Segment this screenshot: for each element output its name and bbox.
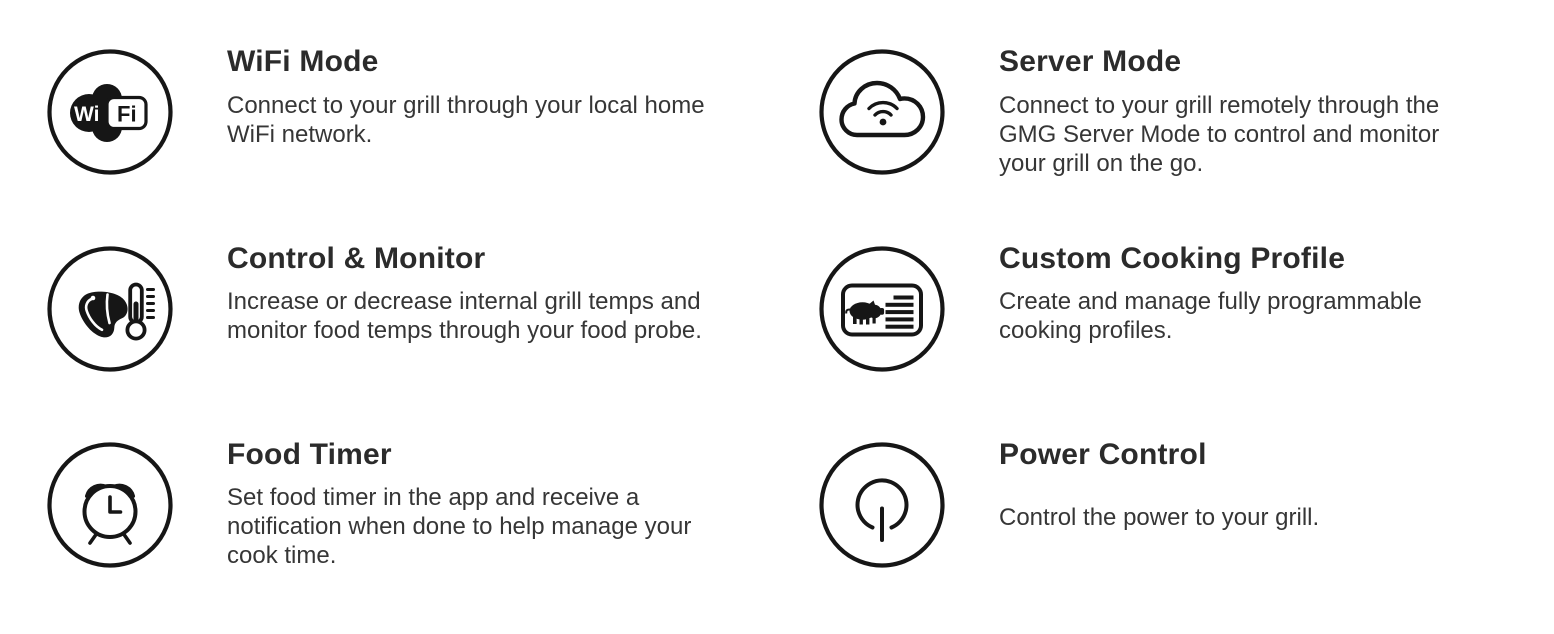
- feature-title: Power Control: [999, 437, 1207, 471]
- feature-title: Food Timer: [227, 437, 392, 471]
- feature-description: Connect to your grill remotely through t…: [999, 91, 1440, 177]
- feature-wifi-mode: Wi Fi WiFi Mode Connect to your grill th…: [45, 45, 717, 177]
- feature-description: Connect to your grill through your local…: [227, 91, 705, 148]
- cloud-wifi-icon: [817, 47, 947, 177]
- wifi-logo-icon: Wi Fi: [45, 47, 175, 177]
- svg-text:Fi: Fi: [117, 102, 137, 127]
- svg-text:Wi: Wi: [74, 103, 99, 126]
- feature-text: Custom Cooking Profile Create and manage…: [999, 241, 1489, 346]
- feature-title: WiFi Mode: [227, 45, 379, 78]
- feature-custom-cooking-profile: Custom Cooking Profile Create and manage…: [817, 241, 1489, 374]
- feature-description: Create and manage fully programmable coo…: [999, 288, 1422, 344]
- feature-text: WiFi Mode Connect to your grill through …: [227, 45, 717, 149]
- feature-description: Control the power to your grill.: [999, 504, 1320, 531]
- feature-server-mode: Server Mode Connect to your grill remote…: [817, 45, 1489, 178]
- cooking-profile-card-icon: [817, 244, 947, 374]
- alarm-clock-icon: [45, 440, 175, 570]
- feature-title: Server Mode: [999, 45, 1182, 78]
- features-grid: Wi Fi WiFi Mode Connect to your grill th…: [45, 45, 1489, 571]
- feature-title: Custom Cooking Profile: [999, 241, 1346, 275]
- feature-text: Power Control Control the power to your …: [999, 437, 1489, 533]
- feature-power-control: Power Control Control the power to your …: [817, 437, 1489, 570]
- steak-thermometer-icon: [45, 244, 175, 374]
- feature-text: Food Timer Set food timer in the app and…: [227, 437, 717, 571]
- feature-control-monitor: Control & Monitor Increase or decrease i…: [45, 241, 717, 374]
- feature-text: Control & Monitor Increase or decrease i…: [227, 241, 717, 346]
- feature-description: Increase or decrease internal grill temp…: [227, 288, 702, 344]
- power-button-icon: [817, 440, 947, 570]
- feature-title: Control & Monitor: [227, 241, 486, 275]
- feature-text: Server Mode Connect to your grill remote…: [999, 45, 1489, 178]
- feature-description: Set food timer in the app and receive a …: [227, 484, 692, 569]
- feature-food-timer: Food Timer Set food timer in the app and…: [45, 437, 717, 571]
